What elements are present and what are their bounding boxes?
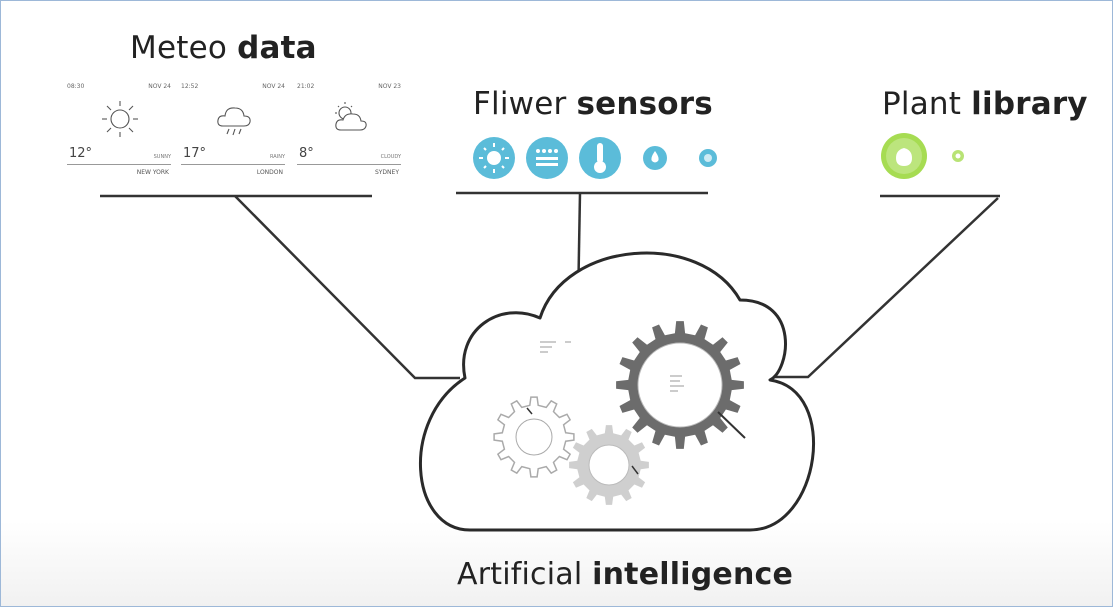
sensors-title-regular: Fliwer bbox=[473, 86, 577, 122]
weather-condition: CLOUDY bbox=[380, 154, 401, 160]
water-drop-icon bbox=[643, 146, 667, 170]
gear-hub bbox=[515, 418, 553, 456]
artificial-intelligence-heading: Artificial intelligence bbox=[457, 557, 793, 592]
weather-time: 12:52 bbox=[181, 83, 199, 90]
meteo-title-bold: data bbox=[237, 30, 317, 66]
library-title-bold: library bbox=[971, 86, 1088, 122]
ai-title-regular: Artificial bbox=[457, 557, 593, 592]
weather-date: NOV 24 bbox=[262, 83, 285, 90]
weather-card-new-york: 08:30 NOV 24 12° SUNNY NEW YORK bbox=[67, 80, 171, 180]
gear-pointer-line-outline bbox=[526, 407, 533, 415]
weather-divider bbox=[181, 164, 285, 165]
weather-date: NOV 24 bbox=[148, 83, 171, 90]
meteo-data-heading: Meteo data bbox=[130, 30, 317, 66]
weather-time: 08:30 bbox=[67, 83, 85, 90]
library-connector bbox=[762, 197, 999, 379]
library-title-regular: Plant bbox=[882, 86, 972, 122]
weather-city: NEW YORK bbox=[136, 169, 169, 176]
weather-temperature: 17° bbox=[183, 146, 207, 161]
meteo-connector bbox=[234, 195, 460, 380]
weather-condition: RAINY bbox=[270, 154, 285, 160]
weather-divider bbox=[297, 164, 401, 165]
weather-condition: SUNNY bbox=[153, 154, 171, 160]
light-gear-icon bbox=[569, 425, 649, 505]
ai-title-bold: intelligence bbox=[592, 557, 794, 592]
gear-pointer-line bbox=[717, 411, 746, 439]
temperature-sensor-icon bbox=[579, 137, 621, 179]
rain-cloud-icon bbox=[217, 107, 251, 136]
gear-hub bbox=[588, 444, 630, 486]
fliwer-sensors-heading: Fliwer sensors bbox=[473, 86, 713, 122]
weather-date: NOV 23 bbox=[378, 83, 401, 90]
weather-temperature: 12° bbox=[69, 146, 93, 161]
weather-divider bbox=[67, 164, 171, 165]
light-sensor-icon bbox=[473, 137, 515, 179]
small-plant-icon bbox=[952, 150, 964, 162]
meteo-title-regular: Meteo bbox=[130, 30, 238, 66]
weather-city: SYDNEY bbox=[374, 169, 399, 176]
cloud-detail-lines bbox=[540, 341, 684, 392]
weather-time: 21:02 bbox=[297, 83, 315, 90]
large-gear-icon bbox=[616, 321, 744, 449]
weather-temperature: 8° bbox=[299, 146, 314, 161]
weather-card-sydney: 21:02 NOV 23 8° CLOUDY SYDNEY bbox=[297, 80, 401, 180]
humidity-sensor-icon bbox=[526, 137, 568, 179]
small-sensor-icon bbox=[699, 149, 717, 167]
plant-icon bbox=[881, 133, 927, 179]
weather-card-london: 12:52 NOV 24 17° RAINY LONDON bbox=[181, 80, 285, 180]
gear-pointer-line-small bbox=[631, 465, 639, 475]
plant-library-heading: Plant library bbox=[882, 86, 1088, 122]
gear-hub bbox=[637, 342, 723, 428]
sensors-title-bold: sensors bbox=[576, 86, 713, 122]
weather-city: LONDON bbox=[256, 169, 283, 176]
sun-icon bbox=[102, 101, 138, 137]
outline-gear-icon bbox=[493, 396, 575, 478]
partly-cloudy-icon bbox=[335, 102, 367, 131]
